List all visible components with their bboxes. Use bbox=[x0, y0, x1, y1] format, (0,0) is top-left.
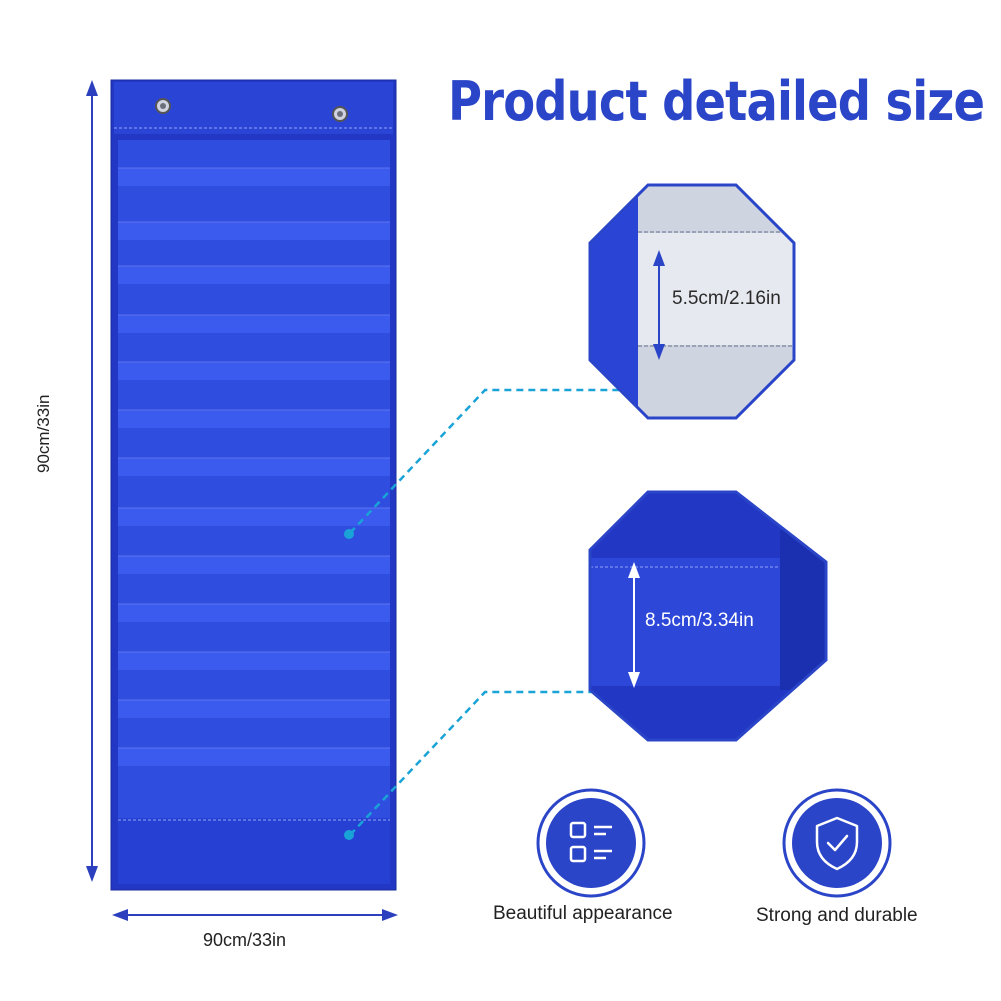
detail-octagon-pocket-height bbox=[588, 490, 828, 742]
list-grid-icon bbox=[536, 788, 646, 898]
height-dimension-label: 90cm/33in bbox=[34, 394, 53, 473]
page-title: Product detailed size bbox=[448, 70, 985, 133]
leader-lines bbox=[349, 388, 628, 836]
pocket-gap-label: 5.5cm/2.16in bbox=[672, 288, 781, 309]
pocket-chart bbox=[110, 79, 397, 891]
shield-check-icon bbox=[782, 788, 892, 898]
feature-label-durable: Strong and durable bbox=[756, 905, 918, 926]
height-dimension-arrow bbox=[86, 80, 98, 882]
width-dimension-label: 90cm/33in bbox=[203, 930, 287, 950]
width-dimension-arrow bbox=[112, 909, 398, 921]
pocket-height-label: 8.5cm/3.34in bbox=[645, 610, 754, 631]
feature-label-appearance: Beautiful appearance bbox=[493, 903, 673, 924]
